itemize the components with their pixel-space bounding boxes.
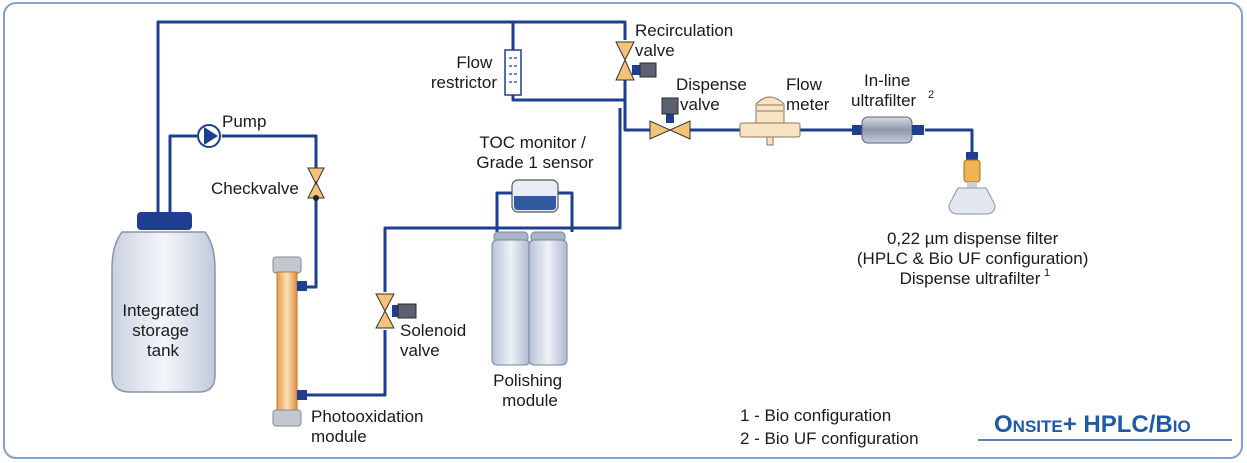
checkvalve-ball-icon bbox=[313, 195, 319, 201]
solenoid-label: Solenoid valve bbox=[400, 321, 471, 360]
pipe-ultrafilter-to-dispense-filter bbox=[925, 128, 974, 155]
toc-label: TOC monitor / Grade 1 sensor bbox=[476, 133, 594, 172]
recirculation-label: Recirculation valve bbox=[635, 21, 738, 60]
brand-text: ONSITE+ HPLC/BIO bbox=[994, 411, 1191, 438]
recirculation-valve: Recirculation valve bbox=[615, 21, 738, 81]
pipe-return-loop bbox=[156, 20, 627, 212]
storage-tank: Integrated storage tank bbox=[111, 212, 216, 393]
ultrafilter-footnote-mark: 2 bbox=[928, 89, 934, 101]
dispense-filter-connector bbox=[966, 152, 978, 160]
dispense-valve-icon bbox=[649, 120, 691, 140]
ultrafilter-inlet bbox=[852, 125, 864, 135]
dispense-filter-body bbox=[963, 159, 981, 183]
toc-sensor-liquid bbox=[514, 196, 556, 210]
flow-meter-dome bbox=[755, 96, 785, 124]
recirculation-stem-icon bbox=[632, 65, 640, 75]
dispense-filter-housing bbox=[948, 187, 996, 215]
legend-item: 1 - Bio configuration bbox=[740, 406, 891, 425]
solenoid-valve: Solenoid valve bbox=[375, 293, 471, 360]
pipe-toc-out bbox=[558, 191, 574, 232]
pipe-toc-in bbox=[495, 191, 512, 232]
flow-meter-body bbox=[739, 122, 801, 138]
flow-restrictor-icon bbox=[504, 49, 522, 96]
dispense-filter-neck bbox=[967, 182, 977, 188]
pipe-restrictor-bottom bbox=[511, 95, 625, 102]
cartridge-right bbox=[528, 239, 568, 366]
solenoid-valve-icon bbox=[375, 293, 395, 329]
uv-lamp-body bbox=[276, 271, 298, 413]
legend-item: 2 - Bio UF configuration bbox=[740, 429, 919, 448]
recirculation-valve-icon bbox=[615, 41, 635, 81]
ultrafilter-outlet bbox=[912, 125, 924, 135]
pipe-checkvalve-to-uv bbox=[303, 198, 318, 289]
dispense-valve: Dispense valve bbox=[649, 75, 752, 140]
dispense-coil-icon bbox=[661, 97, 679, 115]
solenoid-stem-icon bbox=[392, 305, 398, 317]
tank-body bbox=[111, 231, 216, 393]
uv-top-cap bbox=[272, 256, 302, 274]
recirculation-coil-icon bbox=[639, 62, 657, 78]
photooxidation-module: Photooxidation module bbox=[272, 256, 428, 446]
flow-restrictor-label: Flow restrictor bbox=[431, 53, 497, 92]
ultrafilter-body bbox=[861, 116, 913, 144]
pipe-recirc-to-dispense bbox=[623, 80, 650, 132]
pipe-tank-to-pump bbox=[168, 134, 197, 212]
pipe-network bbox=[156, 20, 974, 397]
photooxidation-label: Photooxidation module bbox=[311, 407, 428, 446]
toc-monitor: TOC monitor / Grade 1 sensor bbox=[476, 133, 594, 213]
polishing-module: Polishing module bbox=[491, 231, 568, 410]
dispense-filter: 0,22 µm dispense filter (HPLC & Bio UF c… bbox=[857, 152, 1093, 288]
uv-inlet-port bbox=[297, 281, 307, 291]
checkvalve-label: Checkvalve bbox=[211, 179, 299, 198]
diagram-frame bbox=[3, 2, 1243, 459]
dispense-stem-icon bbox=[666, 113, 674, 123]
pipe-solenoid-to-polishing bbox=[383, 108, 622, 292]
flow-meter: Flow meter bbox=[739, 75, 830, 146]
cartridge-left bbox=[491, 239, 531, 366]
tank-cap bbox=[137, 212, 192, 230]
ultrafilter-label: In-line ultrafilter bbox=[851, 71, 917, 110]
solenoid-coil-icon bbox=[397, 303, 417, 319]
pump: Pump bbox=[197, 112, 266, 148]
flow-meter-drain bbox=[766, 136, 774, 146]
dispense-valve-label: Dispense valve bbox=[676, 75, 752, 114]
dispense-filter-footnote-mark: 1 bbox=[1044, 267, 1050, 279]
uv-bottom-cap bbox=[272, 409, 302, 427]
checkvalve: Checkvalve bbox=[211, 167, 325, 201]
polishing-label: Polishing module bbox=[493, 371, 567, 410]
pipe-uv-to-solenoid bbox=[303, 330, 387, 397]
dispense-filter-label: 0,22 µm dispense filter (HPLC & Bio UF c… bbox=[857, 229, 1093, 288]
flow-meter-label: Flow meter bbox=[786, 75, 830, 114]
tank-label: Integrated storage tank bbox=[122, 301, 203, 360]
pipe-pump-to-checkvalve bbox=[222, 134, 318, 170]
flow-meter-ribs-icon bbox=[757, 104, 783, 112]
inline-ultrafilter: In-line ultrafilter 2 bbox=[851, 71, 934, 144]
legend: 1 - Bio configuration 2 - Bio UF configu… bbox=[740, 406, 919, 448]
uv-outlet-port bbox=[297, 390, 307, 400]
flow-restrictor: Flow restrictor bbox=[431, 49, 522, 96]
pump-label: Pump bbox=[222, 112, 266, 131]
brand-title: ONSITE+ HPLC/BIO bbox=[978, 411, 1232, 441]
pump-arrow-icon bbox=[204, 127, 218, 145]
